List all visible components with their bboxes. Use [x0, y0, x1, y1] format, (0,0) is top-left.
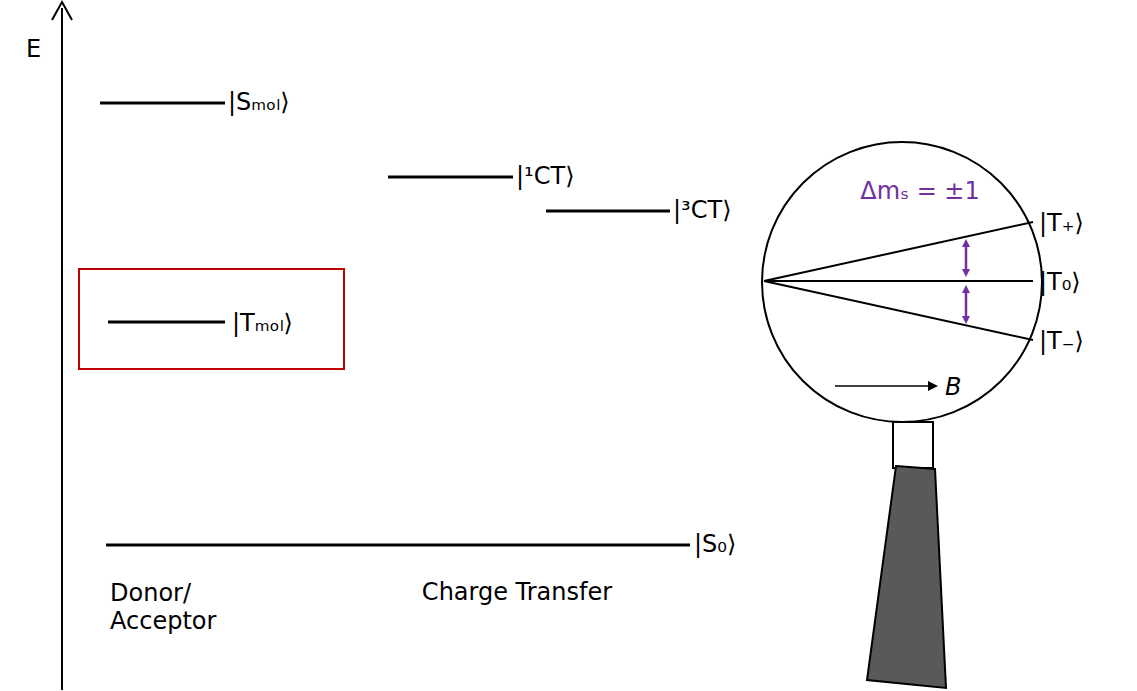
level-line	[106, 544, 690, 547]
state-label: |S₀⟩	[694, 531, 736, 559]
sublevel-label: |T₋⟩	[1039, 328, 1084, 356]
sublevel-label: |T₊⟩	[1039, 210, 1084, 238]
column-label: Donor/ Acceptor	[110, 580, 235, 635]
state-label: |Sₘₒₗ⟩	[228, 89, 290, 117]
highlight-box: |Tₘₒₗ⟩	[78, 268, 345, 370]
field-arrowhead	[928, 381, 938, 391]
level-line	[546, 210, 670, 213]
state-label: |Tₘₒₗ⟩	[232, 310, 293, 338]
axis-label: E	[26, 36, 41, 64]
field-label: B	[945, 374, 961, 402]
sublevel-label: |T₀⟩	[1039, 269, 1081, 297]
selection-rule: Δmₛ = ±1	[860, 178, 980, 206]
level-line	[100, 102, 225, 105]
transition-arrow	[965, 289, 968, 320]
level-line	[388, 176, 513, 179]
magnifier-handle	[867, 466, 946, 688]
column-label: Charge Transfer	[422, 579, 612, 607]
field-arrow	[835, 385, 930, 387]
transition-arrow	[965, 243, 968, 273]
level-line	[764, 280, 1033, 282]
level-line	[764, 281, 1033, 340]
magnifier-neck	[893, 422, 933, 468]
axis-arrowhead	[52, 2, 72, 20]
level-line	[108, 321, 225, 324]
state-label: |¹CT⟩	[516, 163, 575, 191]
magnifier-lens: Δmₛ = ±1|T₊⟩|T₀⟩|T₋⟩B	[761, 141, 1043, 423]
energy-axis	[61, 8, 63, 690]
state-label: |³CT⟩	[673, 197, 732, 225]
level-line	[764, 222, 1033, 281]
